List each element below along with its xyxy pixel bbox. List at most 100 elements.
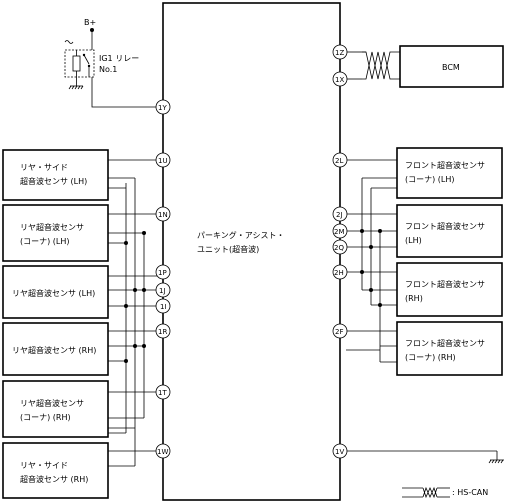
relay-coil-icon — [72, 55, 81, 72]
junction-dot — [133, 288, 137, 292]
pins-right: 1Z 1X 2L 2J 2M 2Q 2H 2F 1V — [332, 44, 348, 459]
junction-dot — [124, 359, 128, 363]
junction-dot — [369, 288, 373, 292]
pin-1R: 1R — [155, 323, 171, 339]
pin-1U: 1U — [155, 152, 171, 168]
sensor-rear-corner-lh — [2, 204, 109, 262]
pin-1Y: 1Y — [155, 99, 171, 115]
sensor-rear-rh-label: リヤ超音波センサ (RH) — [12, 345, 96, 355]
svg-text:1T: 1T — [158, 389, 167, 397]
pin-2L: 2L — [332, 152, 348, 168]
sensor-rear-corner-rh-label1: リヤ超音波センサ — [20, 398, 84, 408]
ig1-relay: IG1 リレー No.1 — [64, 40, 157, 108]
sensor-rear-rh — [2, 322, 109, 376]
junction-dot — [360, 270, 364, 274]
pin-2F: 2F — [332, 323, 348, 339]
left-sensors: リヤ・サイド 超音波センサ (LH) リヤ超音波センサ (コーナ) (LH) リ… — [2, 149, 109, 499]
relay-wave-icon — [64, 40, 74, 44]
sensor-front-rh — [396, 262, 503, 317]
ecu-label-line2: ユニット(超音波) — [197, 244, 259, 254]
sensor-front-lh — [396, 204, 503, 258]
pin-1I: 1I — [155, 298, 171, 314]
svg-text:2H: 2H — [334, 269, 344, 277]
bplus-label: B+ — [84, 18, 96, 27]
pin-1Z: 1Z — [332, 44, 348, 60]
pins-left: 1Y 1U 1N 1P 1J 1I 1R 1T 1W — [155, 99, 171, 459]
relay-label-line2: No.1 — [99, 65, 117, 74]
bcm-label: BCM — [442, 63, 460, 72]
junction-dot — [378, 229, 382, 233]
ground-icon — [488, 459, 504, 464]
ecu-label-line1: パーキング・アシスト・ — [197, 230, 284, 240]
relay-ground-icon — [68, 85, 84, 90]
svg-text:2J: 2J — [336, 211, 343, 219]
svg-text:1I: 1I — [160, 303, 167, 311]
svg-text:1Z: 1Z — [335, 49, 344, 57]
svg-text:1R: 1R — [158, 328, 167, 336]
sensor-rear-lh — [2, 265, 109, 319]
relay-switch-icon — [83, 54, 90, 65]
pin-1W: 1W — [155, 443, 171, 459]
svg-text:1X: 1X — [335, 76, 344, 84]
junction-dot — [142, 288, 146, 292]
sensor-rear-side-lh — [2, 149, 109, 201]
junction-dot — [360, 229, 364, 233]
sensor-front-rh-label2: (RH) — [405, 294, 423, 303]
sensor-front-corner-rh-label2: (コーナ) (RH) — [405, 353, 456, 362]
pin-2J: 2J — [332, 206, 348, 222]
sensor-front-corner-lh-label2: (コーナ) (LH) — [405, 175, 455, 184]
sensor-rear-side-lh-label1: リヤ・サイド — [20, 163, 68, 172]
hs-can-twisted-pair — [346, 51, 400, 80]
sensor-rear-corner-lh-label2: (コーナ) (LH) — [20, 237, 70, 246]
sensor-front-corner-rh — [396, 321, 503, 376]
pin-2H: 2H — [332, 264, 348, 280]
power-supply: B+ — [84, 18, 96, 50]
pin-1J: 1J — [155, 282, 171, 298]
svg-text:1P: 1P — [158, 269, 167, 277]
junction-dot — [133, 344, 137, 348]
svg-text:1V: 1V — [335, 448, 344, 456]
sensor-front-corner-lh-label1: フロント超音波センサ — [405, 160, 485, 170]
sensor-rear-lh-label: リヤ超音波センサ (LH) — [12, 288, 95, 298]
pin-1X: 1X — [332, 71, 348, 87]
sensor-rear-corner-lh-label1: リヤ超音波センサ — [20, 222, 84, 232]
left-wiring — [108, 159, 157, 467]
junction-dot — [124, 304, 128, 308]
pin-1V: 1V — [332, 443, 348, 459]
pin-1P: 1P — [155, 264, 171, 280]
svg-text:1U: 1U — [158, 157, 168, 165]
right-sensors: フロント超音波センサ (コーナ) (LH) フロント超音波センサ (LH) フロ… — [396, 147, 503, 376]
pin-2M: 2M — [332, 223, 348, 239]
svg-text:2L: 2L — [335, 157, 343, 165]
parking-assist-unit — [162, 2, 341, 501]
sensor-front-lh-label2: (LH) — [405, 236, 422, 245]
legend-label: : HS-CAN — [452, 488, 488, 497]
relay-outline — [64, 49, 95, 78]
sensor-front-rh-label1: フロント超音波センサ — [405, 279, 485, 289]
sensor-rear-corner-rh — [2, 380, 109, 438]
junction-dot — [142, 344, 146, 348]
relay-label-line1: IG1 リレー — [99, 54, 139, 63]
twisted-pair-icon — [422, 487, 438, 499]
junction-dot — [369, 245, 373, 249]
pin-2Q: 2Q — [332, 239, 348, 255]
pin-1T: 1T — [155, 384, 171, 400]
svg-text:1J: 1J — [159, 287, 166, 295]
svg-text:2Q: 2Q — [334, 244, 344, 252]
svg-text:2F: 2F — [335, 328, 343, 336]
junction-dot — [378, 303, 382, 307]
junction-dot — [142, 231, 146, 235]
pin-1N: 1N — [155, 206, 171, 222]
svg-text:2M: 2M — [334, 228, 345, 236]
legend-hs-can: : HS-CAN — [402, 486, 488, 499]
svg-text:1W: 1W — [157, 448, 168, 456]
bcm-box — [399, 45, 504, 88]
svg-text:1Y: 1Y — [158, 104, 167, 112]
sensor-rear-corner-rh-label2: (コーナ) (RH) — [20, 413, 71, 422]
sensor-rear-side-rh-label2: 超音波センサ (RH) — [20, 474, 88, 484]
sensor-rear-side-rh-label1: リヤ・サイド — [20, 461, 68, 470]
sensor-front-corner-rh-label1: フロント超音波センサ — [405, 338, 485, 348]
sensor-front-corner-lh — [396, 147, 503, 199]
right-wiring — [346, 159, 504, 464]
